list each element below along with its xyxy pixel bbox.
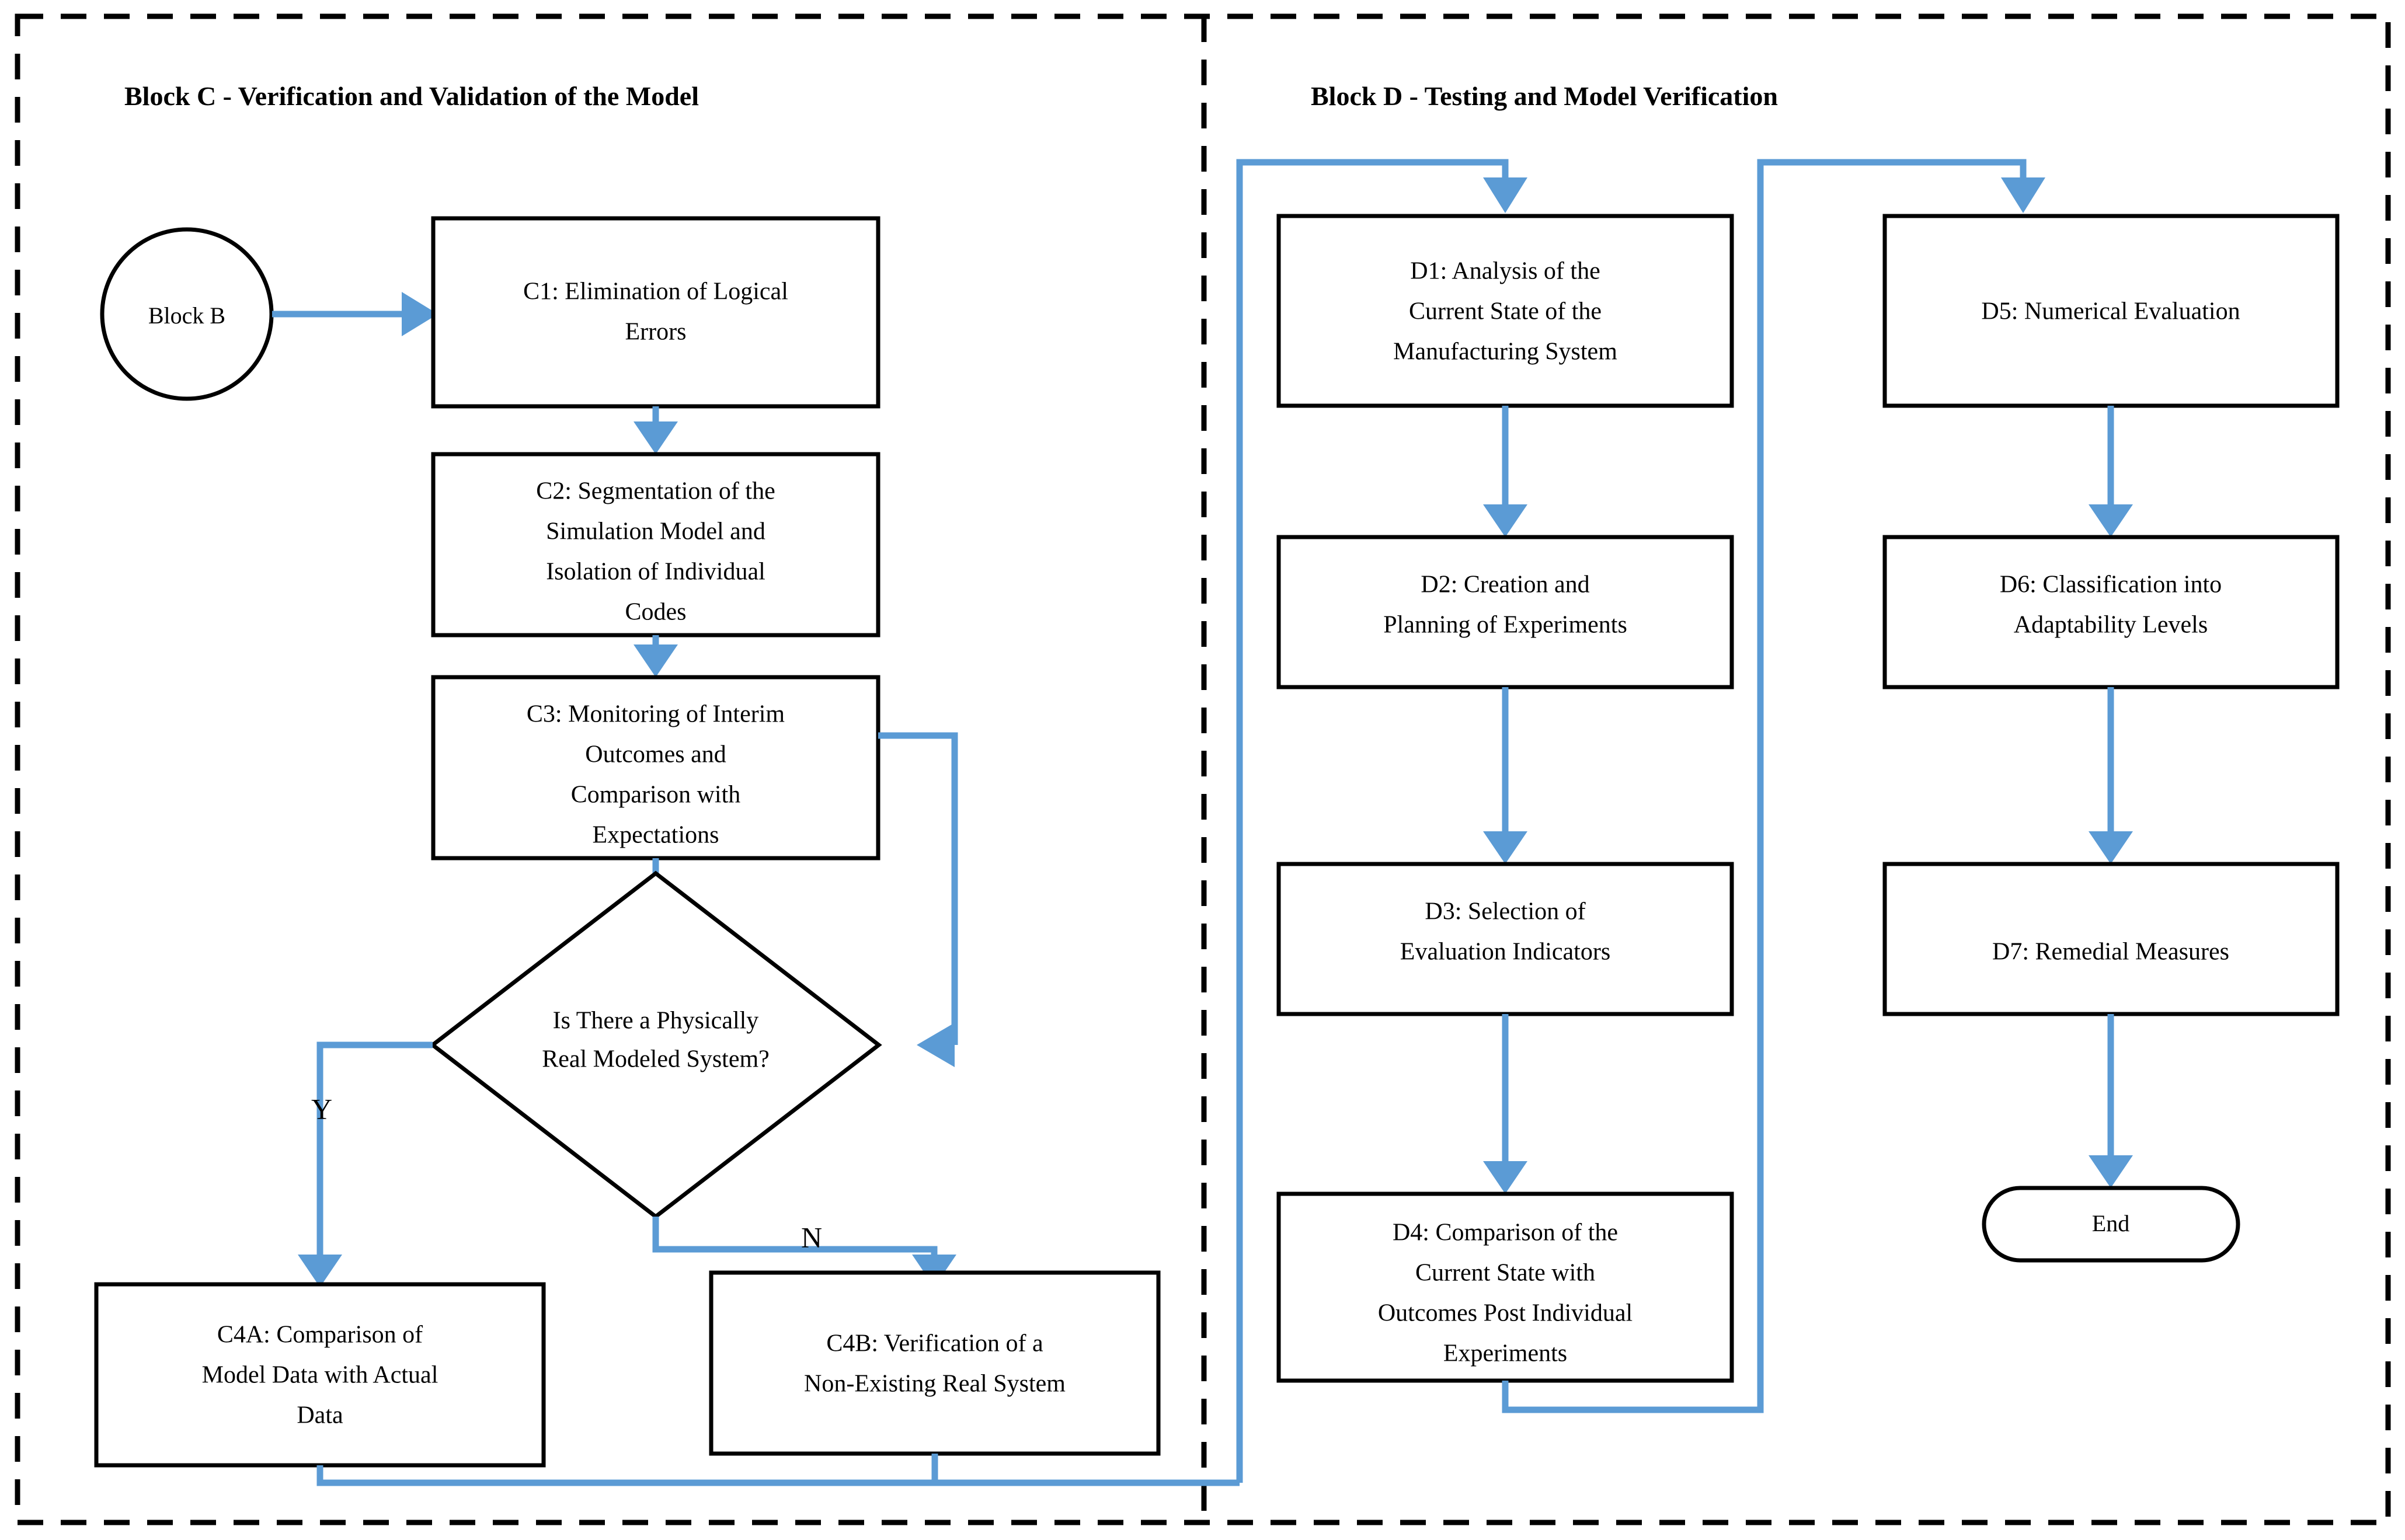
arrow-d2-to-d3 — [1483, 687, 1527, 864]
node-c1-line-1: C1: Elimination of Logical — [523, 278, 788, 305]
node-c1-line-2: Errors — [625, 319, 687, 346]
arrow-d4-to-d5 — [1502, 159, 2045, 1413]
block-d-title: Block D - Testing and Model Verification — [1311, 81, 1778, 111]
node-d1-line-1: D1: Analysis of the — [1410, 258, 1600, 285]
arrow-c3-loop-to-decision — [878, 732, 958, 1067]
node-d1-line-3: Manufacturing System — [1393, 339, 1617, 365]
decision-node-line-2: Real Modeled System? — [542, 1046, 770, 1073]
arrow-d1-to-d2 — [1483, 406, 1527, 537]
arrow-c2-to-c3 — [634, 635, 678, 677]
branch-label-no: N — [801, 1221, 822, 1253]
node-c4a-box[interactable] — [94, 1282, 546, 1468]
node-c3-line-3: Comparison with — [571, 782, 741, 809]
block-c-title: Block C - Verification and Validation of… — [124, 81, 699, 111]
start-node-block-b-label: Block B — [148, 302, 225, 329]
end-node-label: End — [2092, 1210, 2129, 1236]
node-d1-box[interactable] — [1276, 214, 1734, 408]
node-d4-line-2: Current State with — [1415, 1260, 1595, 1287]
node-d6-line-1: D6: Classification into — [2000, 572, 2222, 598]
node-c3-line-2: Outcomes and — [585, 741, 726, 768]
node-d7-box[interactable] — [1882, 862, 2340, 1016]
arrow-decision-yes-to-c4a — [298, 1041, 433, 1287]
node-d5-line-1: D5: Numerical Evaluation — [1981, 298, 2240, 325]
node-d4-line-1: D4: Comparison of the — [1393, 1220, 1618, 1246]
node-c4b-line-1: C4B: Verification of a — [826, 1330, 1043, 1357]
node-d3-line-2: Evaluation Indicators — [1400, 939, 1610, 966]
branch-label-yes: Y — [311, 1092, 332, 1125]
node-c4a-line-2: Model Data with Actual — [202, 1362, 438, 1389]
node-c3-line-1: C3: Monitoring of Interim — [527, 701, 785, 728]
node-d2-box[interactable] — [1276, 535, 1734, 689]
arrow-c4-to-block-d — [316, 1465, 1240, 1486]
arrow-d6-to-d7 — [2089, 687, 2133, 864]
node-c2-line-2: Simulation Model and — [546, 518, 765, 545]
end-node[interactable] — [1982, 1186, 2240, 1263]
decision-node-physically-real-system[interactable] — [429, 870, 882, 1220]
node-d4-box[interactable] — [1276, 1191, 1734, 1383]
node-c2-line-4: Codes — [625, 599, 687, 626]
arrow-entry-to-d1 — [1236, 159, 1527, 1483]
start-node-block-b[interactable] — [100, 227, 274, 401]
arrow-d3-to-d4 — [1483, 1014, 1527, 1194]
node-d4-line-4: Experiments — [1443, 1340, 1567, 1367]
node-c2-line-1: C2: Segmentation of the — [536, 478, 775, 505]
node-d4-line-3: Outcomes Post Individual — [1378, 1300, 1633, 1327]
node-d7-line-1: D7: Remedial Measures — [1992, 939, 2229, 966]
node-d2-line-1: D2: Creation and — [1421, 572, 1589, 598]
node-d1-line-2: Current State of the — [1409, 298, 1602, 325]
node-d2-line-2: Planning of Experiments — [1383, 612, 1627, 639]
node-d3-line-1: D3: Selection of — [1425, 898, 1585, 925]
node-c4b-line-2: Non-Existing Real System — [804, 1371, 1066, 1398]
arrow-d5-to-d6 — [2089, 406, 2133, 537]
node-c2-line-3: Isolation of Individual — [546, 559, 765, 586]
node-c2-box[interactable] — [431, 452, 880, 637]
arrow-d7-to-end — [2089, 1014, 2133, 1188]
node-d6-line-2: Adaptability Levels — [2014, 612, 2208, 639]
node-d3-box[interactable] — [1276, 862, 1734, 1016]
node-c4a-line-1: C4A: Comparison of — [217, 1322, 423, 1349]
node-c1-box[interactable] — [431, 216, 880, 409]
node-d6-box[interactable] — [1882, 535, 2340, 689]
node-c3-line-4: Expectations — [593, 822, 719, 849]
node-c4b-box[interactable] — [709, 1270, 1161, 1456]
arrow-blockb-to-c1 — [272, 292, 438, 336]
decision-node-line-1: Is There a Physically — [553, 1008, 759, 1034]
node-c4a-line-3: Data — [297, 1402, 343, 1429]
node-d5-box[interactable] — [1882, 214, 2340, 408]
arrow-c1-to-c2 — [634, 406, 678, 454]
